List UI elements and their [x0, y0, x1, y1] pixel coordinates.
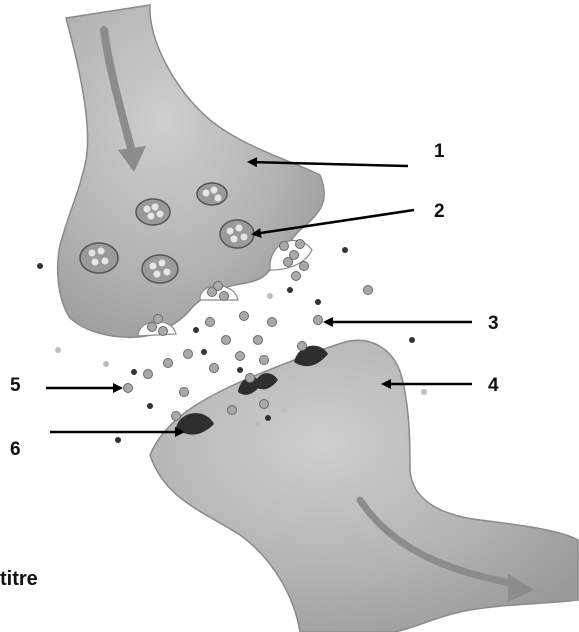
synaptic-vesicle	[80, 243, 118, 273]
label-1: 1	[434, 142, 445, 161]
synaptic-vesicle	[142, 255, 178, 283]
label-4: 4	[488, 376, 499, 395]
title-fragment: titre	[0, 568, 38, 591]
presynaptic-terminal	[58, 5, 325, 337]
label-3: 3	[488, 314, 499, 333]
label-6: 6	[10, 440, 21, 459]
synaptic-vesicle	[197, 183, 227, 205]
label-2: 2	[434, 202, 445, 221]
label-5: 5	[10, 376, 21, 395]
synaptic-vesicle	[136, 199, 170, 225]
synaptic-vesicle	[220, 220, 254, 248]
